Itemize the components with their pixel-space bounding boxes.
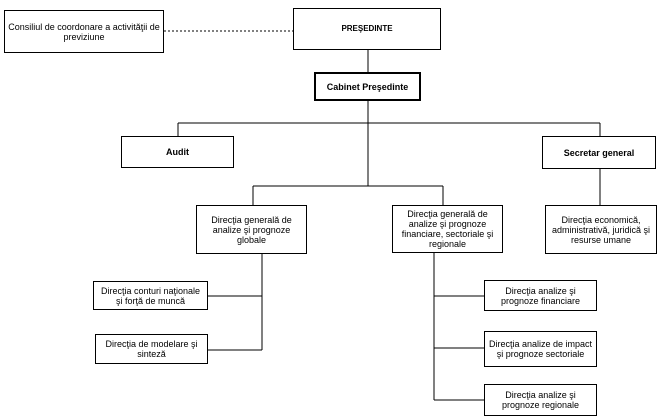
president-label: PREŞEDINTE xyxy=(341,24,393,33)
council-label: Consiliul de coordonare a activităţii de… xyxy=(8,21,160,42)
cabinet-label: Cabinet Preşedinte xyxy=(326,81,409,92)
secretary-box: Secretar general xyxy=(542,136,656,169)
dir-modelling-label: Direcţia de modelare şi sinteză xyxy=(105,339,198,359)
dir-financial-label: Direcţia generală de analize şi prognoze… xyxy=(401,209,494,249)
dir-regional-box: Direcţia analize şi prognoze regionale xyxy=(484,384,597,416)
dir-accounts-box: Direcţia conturi naţionale şi forţă de m… xyxy=(93,281,208,310)
dir-financial-box: Direcţia generală de analize şi prognoze… xyxy=(392,205,503,253)
dir-economic-label: Direcţia economică, administrativă, juri… xyxy=(551,214,651,245)
audit-box: Audit xyxy=(121,136,234,168)
dir-regional-label: Direcţia analize şi prognoze regionale xyxy=(501,390,580,410)
dir-global-label: Direcţia generală de analize şi prognoze… xyxy=(211,214,292,245)
president-box: PREŞEDINTE xyxy=(293,8,441,50)
dir-fin-analysis-box: Direcţia analize şi prognoze financiare xyxy=(484,280,597,311)
dir-modelling-box: Direcţia de modelare şi sinteză xyxy=(95,334,208,364)
audit-label: Audit xyxy=(166,147,189,157)
council-box: Consiliul de coordonare a activităţii de… xyxy=(4,10,164,53)
dir-impact-box: Direcţia analize de impact şi prognoze s… xyxy=(484,331,597,367)
secretary-label: Secretar general xyxy=(563,147,635,158)
dir-accounts-label: Direcţia conturi naţionale şi forţă de m… xyxy=(100,285,201,306)
cabinet-box: Cabinet Preşedinte xyxy=(314,72,421,101)
dir-global-box: Direcţia generală de analize şi prognoze… xyxy=(196,205,307,254)
dir-impact-label: Direcţia analize de impact şi prognoze s… xyxy=(488,339,593,359)
dir-economic-box: Direcţia economică, administrativă, juri… xyxy=(545,205,657,254)
dir-fin-analysis-label: Direcţia analize şi prognoze financiare xyxy=(500,285,581,306)
